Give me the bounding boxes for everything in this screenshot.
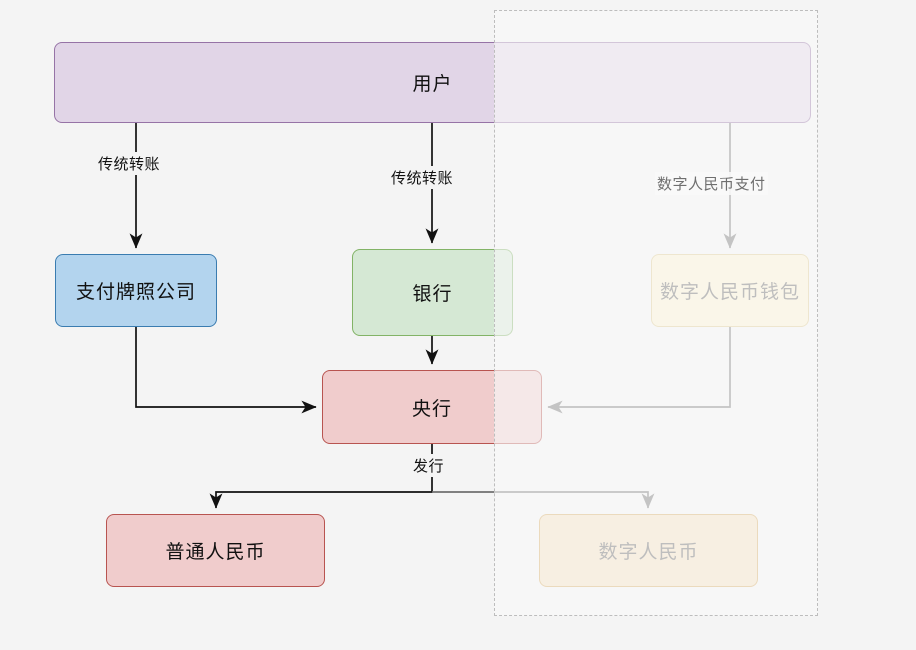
node-user[interactable]: 用户: [54, 42, 811, 123]
node-payment-license-company-label: 支付牌照公司: [75, 282, 196, 303]
edge-label-user-pay: 传统转账: [96, 152, 163, 175]
node-digital-rmb-label: 数字人民币: [598, 542, 699, 563]
node-bank-label: 银行: [412, 284, 453, 305]
edge-label-user-wallet: 数字人民币支付: [655, 172, 768, 195]
node-user-label: 用户: [412, 74, 453, 95]
node-central-bank-label: 央行: [411, 398, 452, 420]
node-payment-license-company[interactable]: 支付牌照公司: [55, 254, 217, 327]
edge-wallet-pboc: [547, 327, 731, 414]
node-digital-rmb-wallet[interactable]: 数字人民币钱包: [651, 254, 809, 327]
node-ordinary-rmb[interactable]: 普通人民币: [106, 514, 325, 587]
node-central-bank[interactable]: 央行: [322, 370, 542, 444]
edge-label-user-bank: 传统转账: [389, 166, 456, 189]
node-ordinary-rmb-label: 普通人民币: [165, 542, 266, 563]
node-bank[interactable]: 银行: [352, 249, 513, 336]
edge-pboc-rmb: [209, 444, 433, 509]
node-digital-rmb-wallet-label: 数字人民币钱包: [659, 282, 800, 303]
edge-label-pboc-rmb: 发行: [411, 454, 447, 477]
node-digital-rmb[interactable]: 数字人民币: [539, 514, 758, 587]
edge-pboc-drmb: [432, 491, 655, 509]
edge-pay-pboc: [135, 327, 317, 414]
